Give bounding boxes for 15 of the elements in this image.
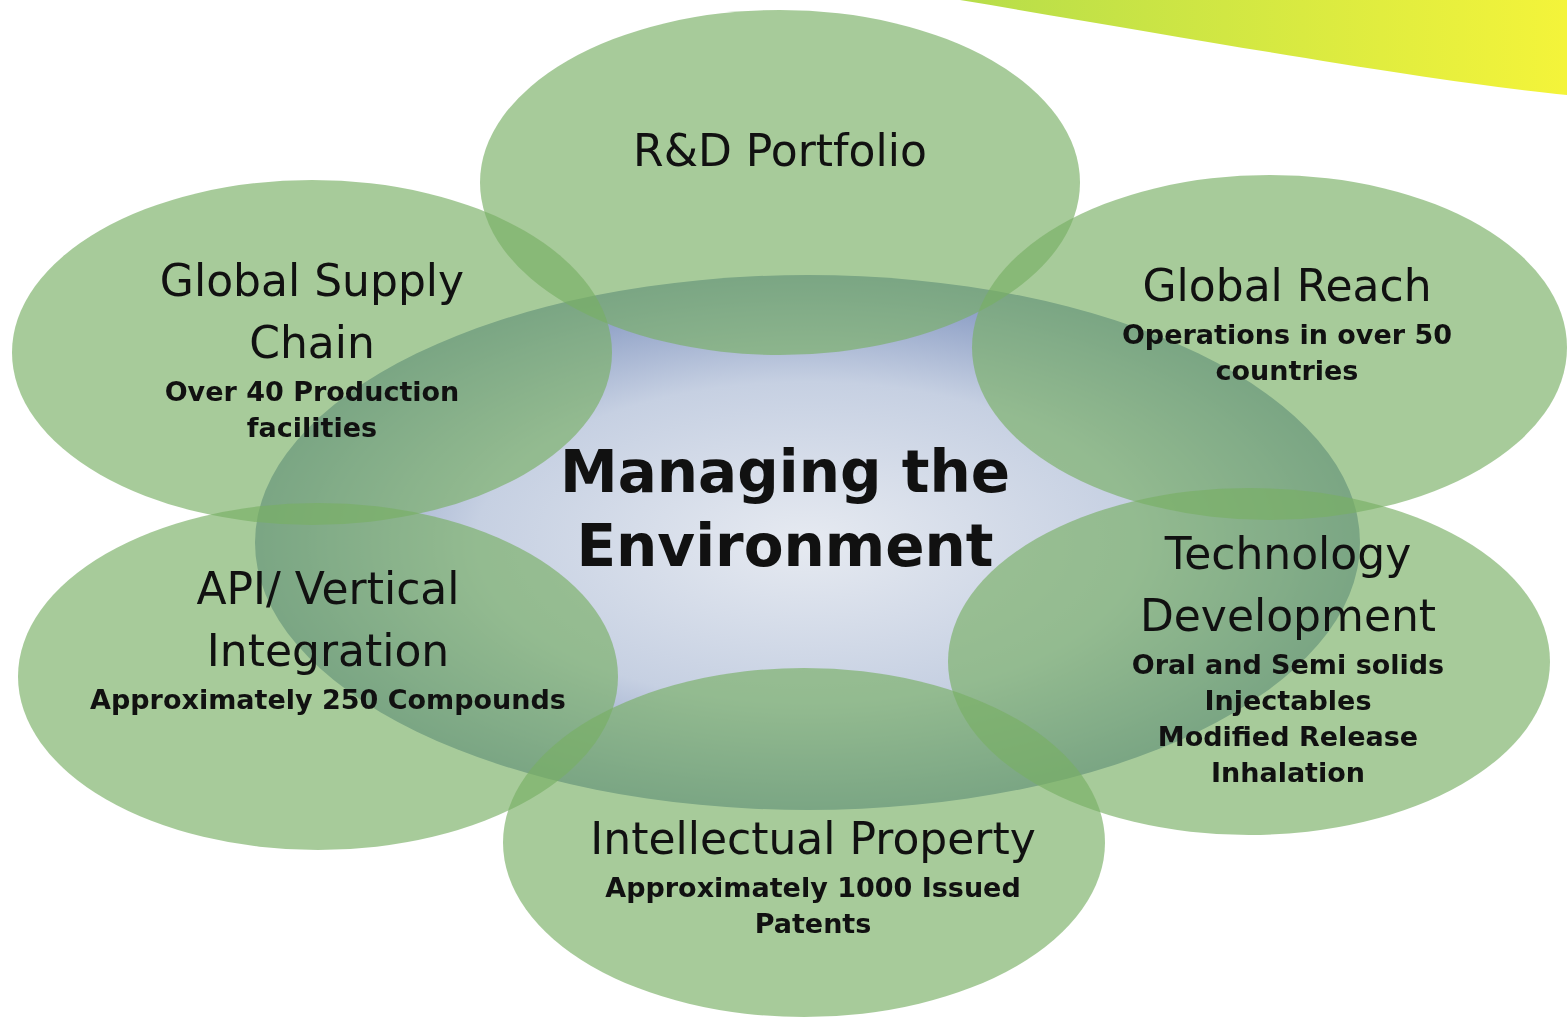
detail-text: Approximately 250 Compounds [89, 683, 567, 717]
detail-text: Operations in over 50 countries [1120, 318, 1454, 388]
detail-text: Injectables [1203, 684, 1373, 718]
heading-text: R&D Portfolio [632, 124, 928, 178]
detail-text: Modified Release [1156, 720, 1420, 754]
heading-text: Global Reach [1141, 259, 1433, 313]
heading-text: API/ Vertical Integration [195, 562, 461, 678]
center-title: Managing the Environment [558, 437, 1011, 582]
heading-text: Intellectual Property [589, 812, 1037, 866]
heading-text: Technology Development [1138, 527, 1438, 643]
detail-text: Approximately 1000 Issued Patents [604, 871, 1022, 941]
detail-text: Oral and Semi solids [1130, 648, 1446, 682]
heading-text: Global Supply Chain [158, 254, 466, 370]
detail-text: Inhalation [1209, 756, 1367, 790]
detail-text: Over 40 Production facilities [163, 375, 461, 445]
